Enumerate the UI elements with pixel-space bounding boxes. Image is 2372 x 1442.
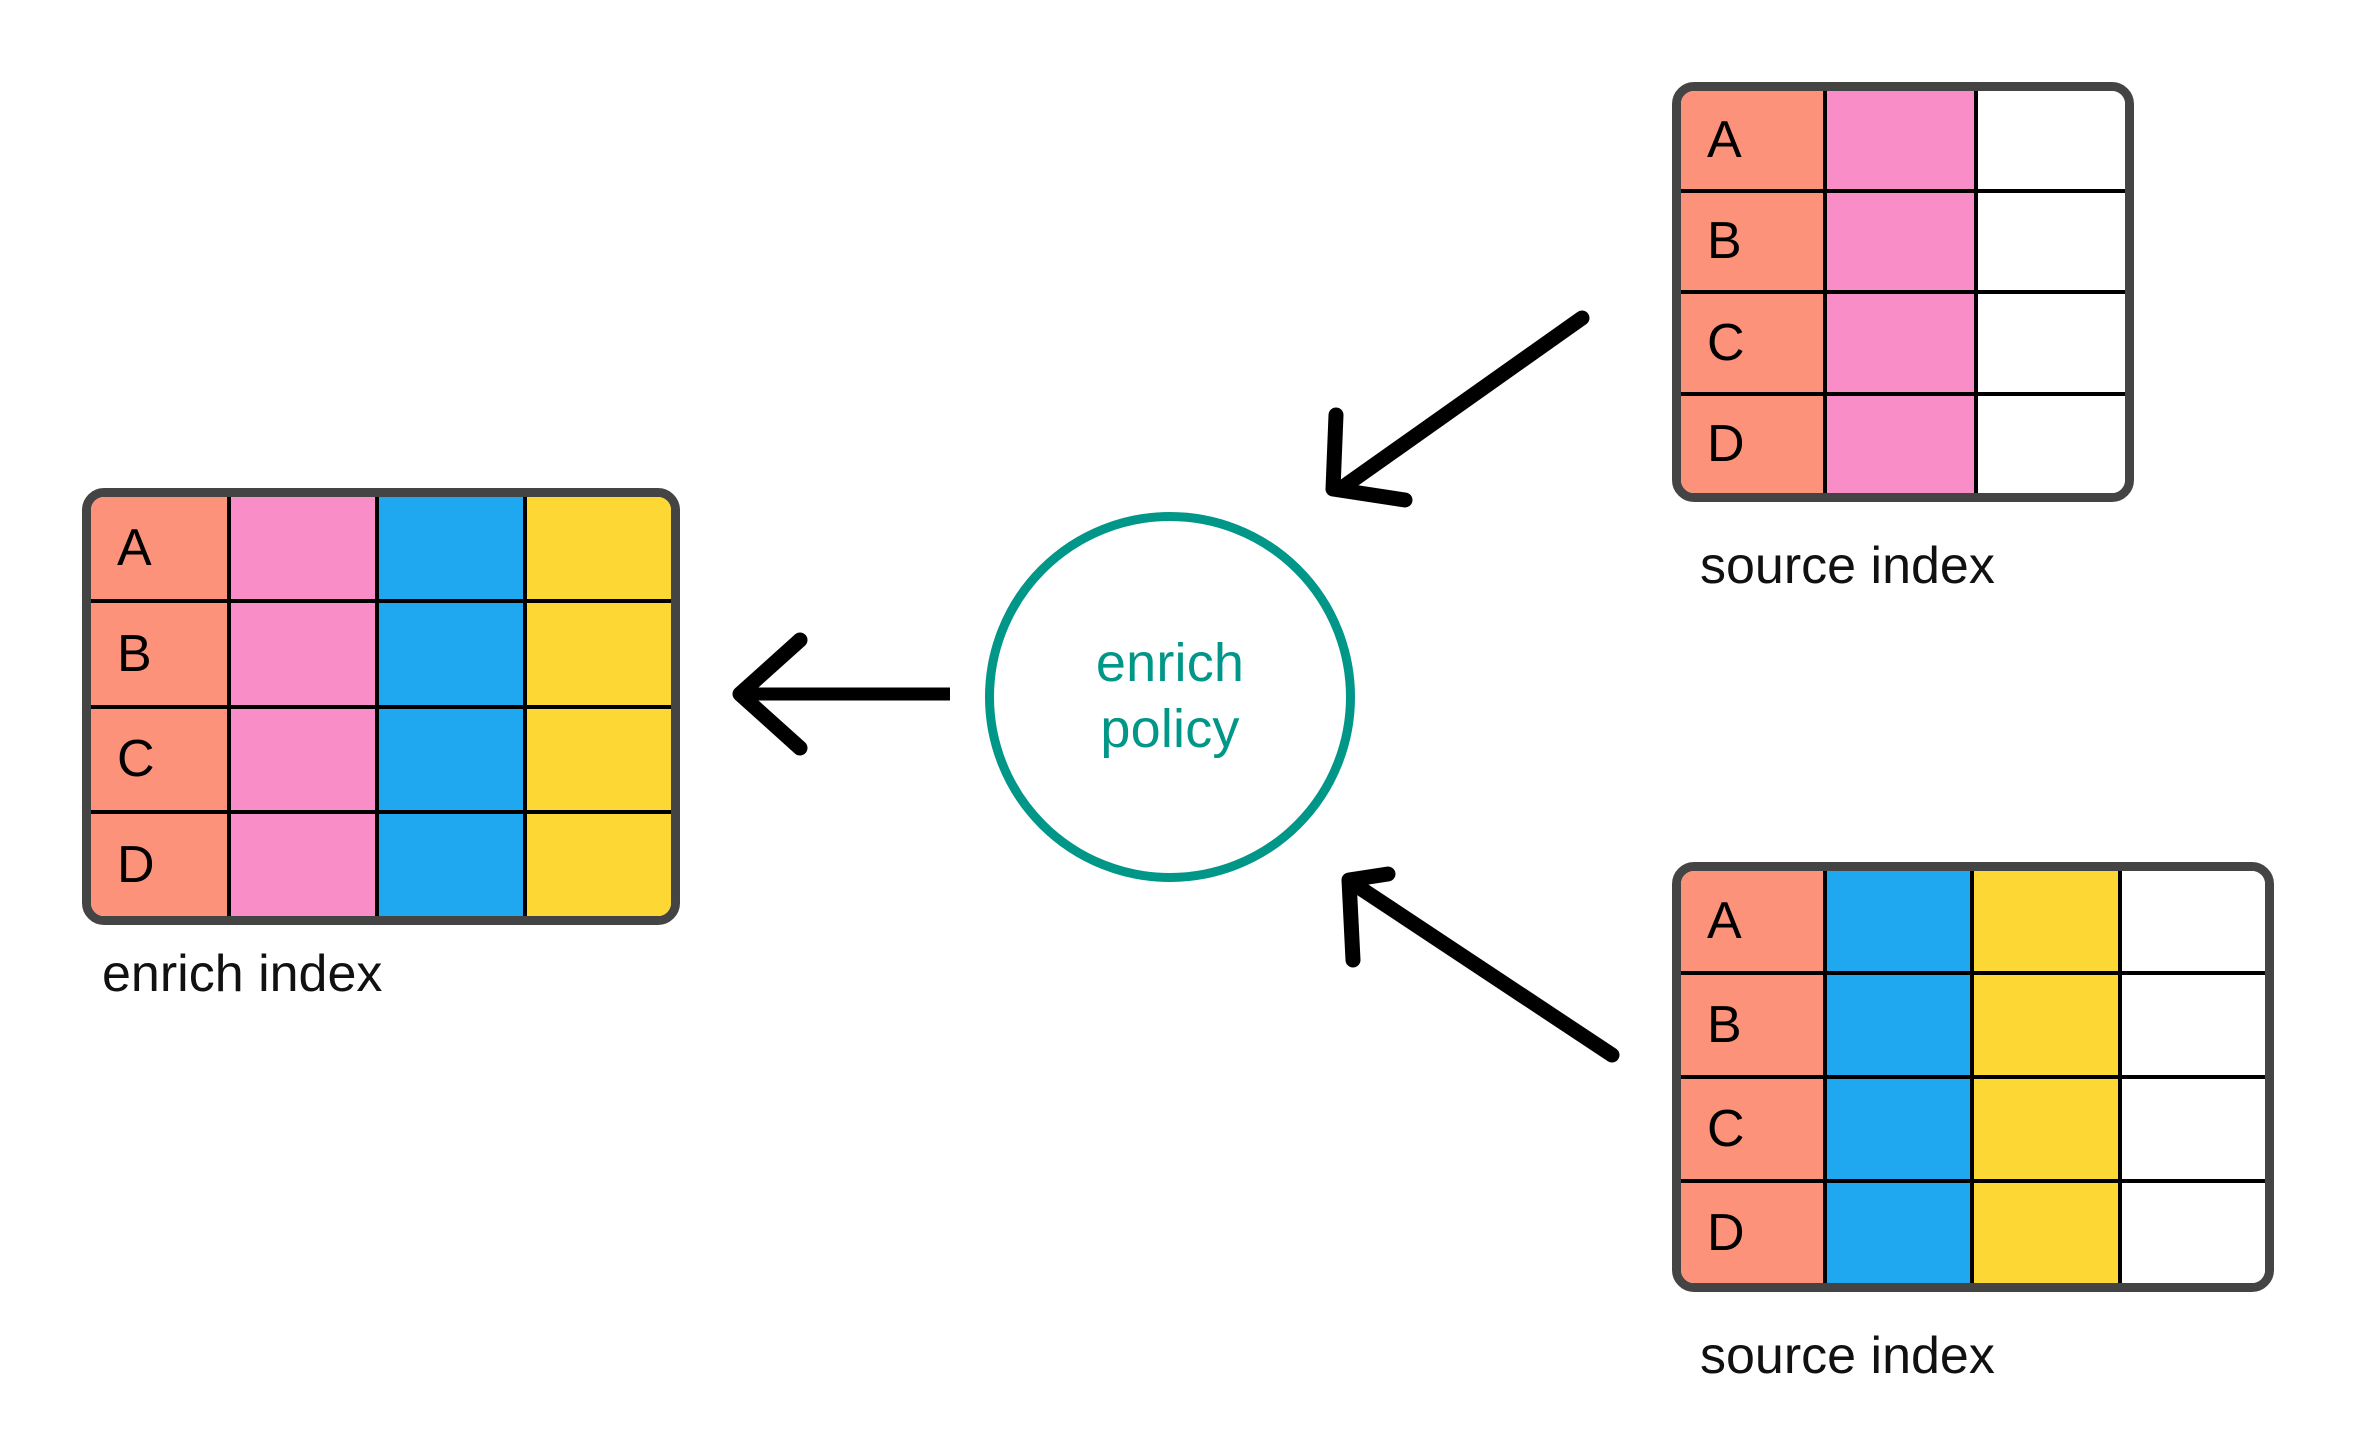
arrow-source-bottom-to-policy	[1341, 866, 1620, 1063]
enrich-index-blue-cell	[375, 814, 523, 916]
enrich-index-blue-cell	[375, 602, 523, 705]
source-bottom-key-cell: C	[1681, 1079, 1823, 1179]
source-bottom-key-cell: D	[1681, 1183, 1823, 1283]
source-index-bottom-caption: source index	[1700, 1327, 1995, 1385]
enrich-index-key-cell: C	[91, 708, 227, 811]
table-row: B	[1681, 971, 2265, 1075]
arrow-policy-to-enrich-index	[732, 632, 950, 756]
table-row: B	[1681, 188, 2125, 290]
enrich-index-yellow-cell	[523, 602, 671, 705]
source-index-top-table: A B C D	[1672, 82, 2134, 502]
enrich-index-pink-cell	[227, 497, 375, 599]
source-bottom-yellow-cell	[1970, 975, 2118, 1075]
source-top-key-cell: C	[1681, 294, 1823, 392]
table-row: C	[1681, 1075, 2265, 1179]
source-top-key-cell: B	[1681, 192, 1823, 290]
source-top-pink-cell	[1823, 91, 1974, 189]
table-row: A	[1681, 91, 2125, 189]
enrich-index-blue-cell	[375, 497, 523, 599]
source-bottom-blue-cell	[1823, 871, 1971, 971]
source-bottom-blue-cell	[1823, 1079, 1971, 1179]
source-bottom-blue-cell	[1823, 1183, 1971, 1283]
enrich-index-key-cell: A	[91, 497, 227, 599]
source-index-bottom-table: A B C D	[1672, 862, 2274, 1292]
table-row: D	[1681, 1179, 2265, 1283]
table-row: B	[91, 598, 671, 705]
table-row: A	[1681, 871, 2265, 971]
source-bottom-key-cell: A	[1681, 871, 1823, 971]
source-bottom-blue-cell	[1823, 975, 1971, 1075]
source-top-empty-cell	[1974, 192, 2125, 290]
source-top-empty-cell	[1974, 294, 2125, 392]
enrich-index-key-cell: B	[91, 602, 227, 705]
source-bottom-empty-cell	[2117, 1183, 2265, 1283]
source-index-top-caption: source index	[1700, 537, 1995, 595]
source-bottom-empty-cell	[2117, 975, 2265, 1075]
source-top-pink-cell	[1823, 395, 1974, 493]
enrich-index-yellow-cell	[523, 497, 671, 599]
table-row: C	[1681, 290, 2125, 392]
enrich-index-yellow-cell	[523, 814, 671, 916]
source-bottom-yellow-cell	[1970, 1183, 2118, 1283]
source-bottom-empty-cell	[2117, 1079, 2265, 1179]
enrich-index-table: A B C D	[82, 488, 680, 925]
enrich-policy-node[interactable]: enrich policy	[985, 512, 1355, 882]
table-row: D	[91, 810, 671, 916]
source-top-pink-cell	[1823, 294, 1974, 392]
enrich-index-pink-cell	[227, 708, 375, 811]
source-top-empty-cell	[1974, 91, 2125, 189]
enrich-index-caption: enrich index	[102, 945, 383, 1003]
table-row: A	[91, 497, 671, 599]
arrow-source-top-to-policy	[1325, 310, 1590, 508]
enrich-index-blue-cell	[375, 708, 523, 811]
source-bottom-yellow-cell	[1970, 871, 2118, 971]
source-bottom-empty-cell	[2117, 871, 2265, 971]
enrich-index-pink-cell	[227, 602, 375, 705]
enrich-index-yellow-cell	[523, 708, 671, 811]
source-bottom-key-cell: B	[1681, 975, 1823, 1075]
source-top-key-cell: A	[1681, 91, 1823, 189]
source-top-empty-cell	[1974, 395, 2125, 493]
enrich-policy-line-1: enrich	[1095, 633, 1245, 694]
source-top-key-cell: D	[1681, 395, 1823, 493]
table-row: D	[1681, 391, 2125, 493]
enrich-index-key-cell: D	[91, 814, 227, 916]
enrich-policy-line-2: policy	[1100, 699, 1240, 759]
table-row: C	[91, 704, 671, 811]
enrich-index-pink-cell	[227, 814, 375, 916]
source-bottom-yellow-cell	[1970, 1079, 2118, 1179]
source-top-pink-cell	[1823, 192, 1974, 290]
